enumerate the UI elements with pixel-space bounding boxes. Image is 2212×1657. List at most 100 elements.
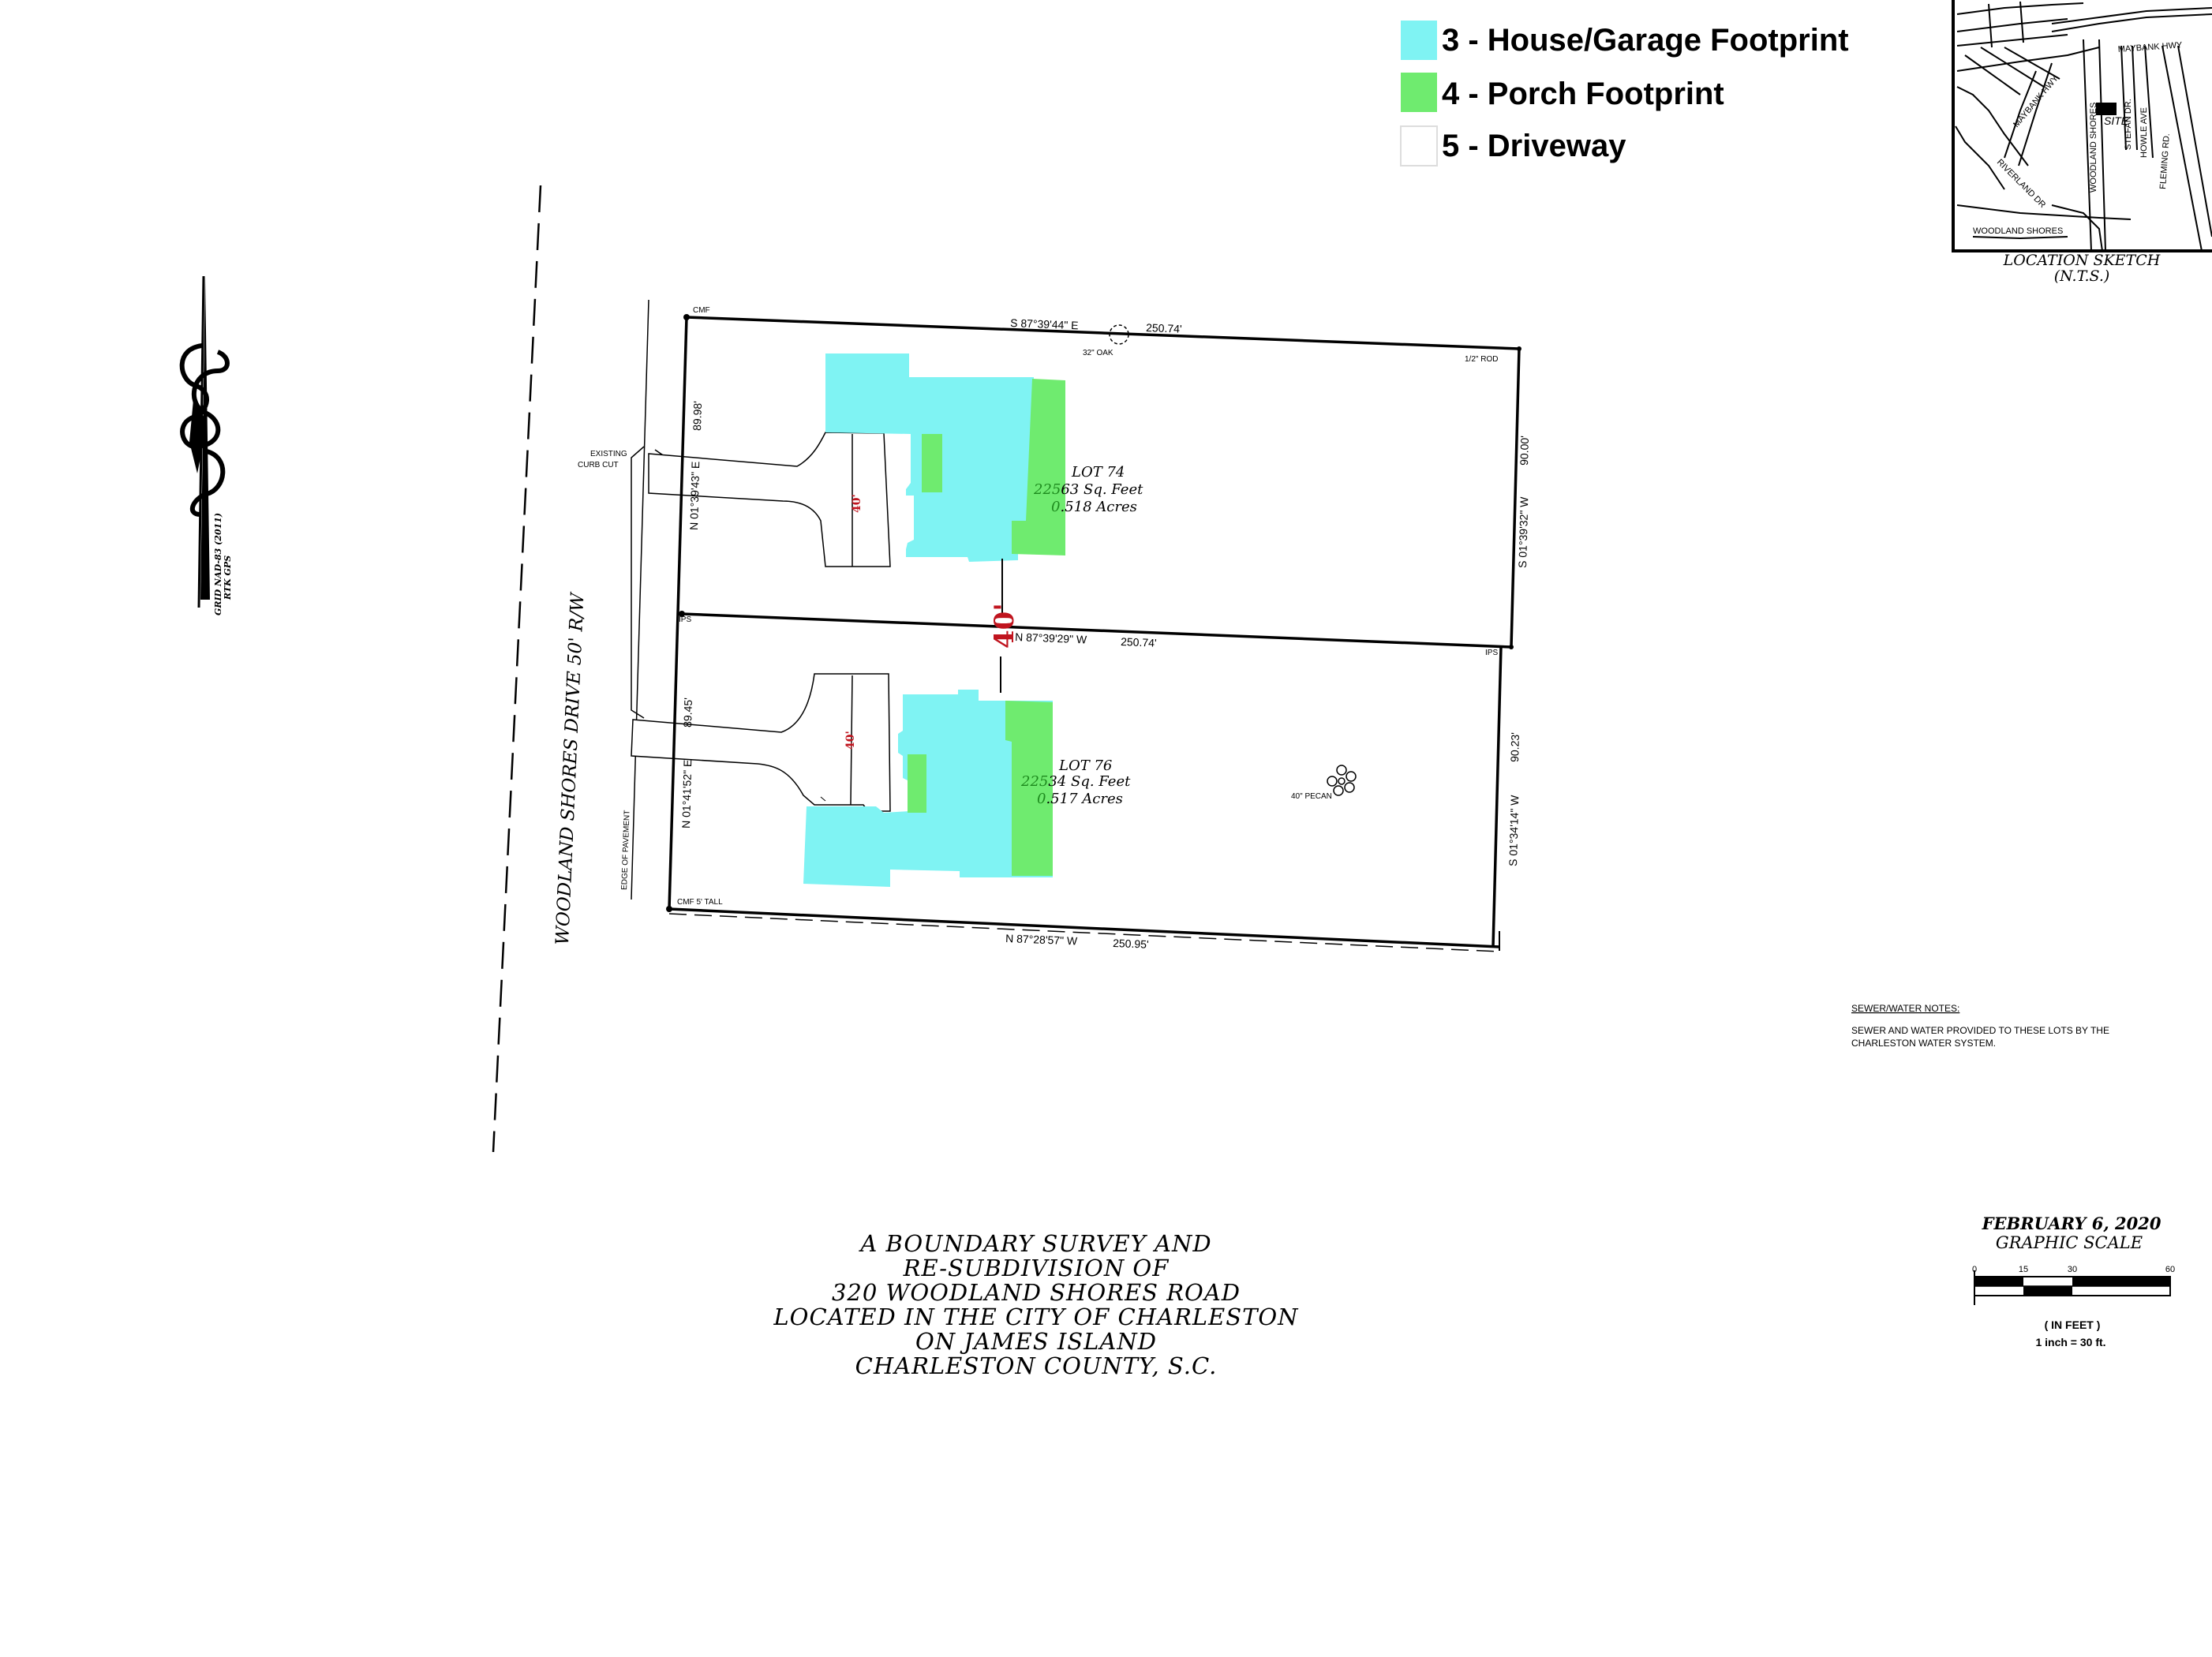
legend-label-driveway: 5 - Driveway <box>1442 129 1626 163</box>
sketch-street-woodland-shores-h: WOODLAND SHORES <box>1973 226 2063 236</box>
lot-76-name: LOT 76 <box>1058 757 1112 774</box>
curb-cut-label-1: EXISTING <box>590 450 627 458</box>
sketch-street-stefan: STEFAN DR. <box>2124 99 2133 150</box>
house-footprint-lot-74 <box>825 353 1065 562</box>
boundary-middle <box>681 612 1512 649</box>
bearing-lot76-west: N 01°41'52" E <box>679 760 694 829</box>
road: WOODLAND SHORES DRIVE 50' R/W EXISTING C… <box>492 185 673 1153</box>
boundary-south <box>668 907 1500 948</box>
scale-date: FEBRUARY 6, 2020 <box>1982 1214 2161 1233</box>
boundary-north <box>686 316 1520 350</box>
house-footprint-lot-76 <box>803 690 1053 887</box>
bearing-middle-dist: 250.74' <box>1121 635 1157 649</box>
lot-76-label: LOT 76 22534 Sq. Feet 0.517 Acres <box>1020 757 1131 807</box>
sketch-streets <box>1955 1 2212 252</box>
notes-heading: SEWER/WATER NOTES: <box>1851 1003 1959 1014</box>
bearing-lot76-east: S 01°34'14" W <box>1506 795 1521 866</box>
location-sketch: SITE MAYBANK HWY STEFAN DR. HOWLE AVE FL… <box>1952 0 2212 285</box>
porch-lot-74-rear <box>1012 379 1065 555</box>
lot-76-area: 22534 Sq. Feet <box>1020 773 1131 790</box>
survey-title: A BOUNDARY SURVEY AND RE-SUBDIVISION OF … <box>773 1230 1299 1379</box>
scale-units: ( IN FEET ) <box>2045 1318 2101 1331</box>
corner-mid-w-label: IPS <box>679 615 691 624</box>
property-boundaries <box>668 316 1521 952</box>
sewer-water-notes: SEWER/WATER NOTES: SEWER AND WATER PROVI… <box>1851 1003 2109 1049</box>
boundary-east-north <box>1510 348 1521 648</box>
setback-label-lot-76: 40' <box>844 731 857 750</box>
north-arrow-gps: RTK GPS <box>223 555 233 600</box>
title-line-4: LOCATED IN THE CITY OF CHARLESTON <box>773 1304 1299 1330</box>
legend-label-house: 3 - House/Garage Footprint <box>1442 23 1849 58</box>
corner-nw-label: CMF <box>693 306 710 315</box>
lot-76-acres: 0.517 Acres <box>1037 791 1123 807</box>
bearing-north-dist: 250.74' <box>1146 321 1182 335</box>
edge-of-pavement-label: EDGE OF PAVEMENT <box>620 810 632 890</box>
sketch-caption: LOCATION SKETCH <box>2003 252 2161 269</box>
bearing-lot74-east-dist: 90.00' <box>1518 436 1531 466</box>
scale-tick-0: 0 <box>1972 1265 1977 1274</box>
sketch-street-woodland-shores-v: WOODLAND SHORES <box>2089 103 2098 193</box>
lot-74-acres: 0.518 Acres <box>1051 499 1137 515</box>
title-line-1: A BOUNDARY SURVEY AND <box>858 1230 1211 1257</box>
title-line-2: RE-SUBDIVISION OF <box>903 1255 1170 1281</box>
porch-footprints <box>908 379 1065 876</box>
sketch-caption-nts: (N.T.S.) <box>2054 267 2110 285</box>
scale-ratio: 1 inch = 30 ft. <box>2035 1336 2105 1348</box>
corner-ne-label: 1/2" ROD <box>1465 355 1498 364</box>
boundary-south-dashed <box>668 913 1500 952</box>
legend-swatch-porch <box>1401 73 1437 112</box>
monuments <box>666 314 1521 912</box>
curb-cut-label-2: CURB CUT <box>578 461 619 469</box>
sketch-street-riverland: RIVERLAND DR <box>1995 158 2047 210</box>
legend-label-porch: 4 - Porch Footprint <box>1442 77 1724 111</box>
oak-tree-label: 32" OAK <box>1083 349 1113 357</box>
bearing-south: N 87°28'57" W <box>1005 932 1078 948</box>
driveway-lot-74 <box>648 432 891 567</box>
road-edge <box>631 299 649 900</box>
notes-line-1: SEWER AND WATER PROVIDED TO THESE LOTS B… <box>1851 1025 2109 1036</box>
lot-74-label: LOT 74 22563 Sq. Feet 0.518 Acres <box>1033 464 1143 515</box>
pecan-tree-label: 40" PECAN <box>1291 792 1332 801</box>
road-label: WOODLAND SHORES DRIVE 50' R/W <box>552 591 589 946</box>
scale-tick-15: 15 <box>2019 1265 2028 1274</box>
separation-label: 40' <box>989 603 1020 649</box>
bearing-south-dist: 250.95' <box>1113 937 1149 951</box>
sketch-site-label: SITE <box>2104 114 2129 127</box>
legend-swatch-driveway <box>1400 125 1438 166</box>
oak-tree <box>1109 324 1129 345</box>
pecan-tree <box>1327 765 1357 796</box>
sketch-street-howle: HOWLE AVE <box>2139 107 2149 158</box>
boundary-west <box>668 316 688 910</box>
boundary-east-south <box>1492 646 1503 948</box>
title-line-5: ON JAMES ISLAND <box>915 1328 1157 1355</box>
bearing-north: S 87°39'44" E <box>1010 316 1079 331</box>
notes-line-2: CHARLESTON WATER SYSTEM. <box>1851 1038 1996 1049</box>
corner-sw-label: CMF 5' TALL <box>677 898 723 907</box>
setback-label-lot-74: 40' <box>851 494 863 513</box>
bearing-middle: N 87°39'29" W <box>1015 630 1087 646</box>
scale-heading: GRAPHIC SCALE <box>1996 1233 2143 1252</box>
graphic-scale: FEBRUARY 6, 2020 GRAPHIC SCALE 0 15 30 6… <box>1972 1214 2175 1348</box>
corner-mid-e-label: IPS <box>1485 649 1498 657</box>
title-line-6: CHARLESTON COUNTY, S.C. <box>855 1352 1218 1379</box>
scale-tick-60: 60 <box>2165 1265 2175 1274</box>
legend: 3 - House/Garage Footprint 4 - Porch Foo… <box>1400 21 1849 166</box>
lot-74-name: LOT 74 <box>1071 464 1125 481</box>
bearing-lot76-west-dist: 89.45' <box>681 698 694 728</box>
north-arrow: GRID NAD-83 (2011) RTK GPS <box>179 275 233 615</box>
road-centerline <box>492 185 542 1153</box>
sketch-street-fleming: FLEMING RD. <box>2158 133 2172 190</box>
porch-lot-74-front <box>922 434 942 492</box>
porch-lot-76-rear <box>1005 701 1053 876</box>
sketch-site-marker <box>2096 103 2117 115</box>
bearing-lot74-west-dist: 89.98' <box>691 401 704 431</box>
bearing-lot74-east: S 01°39'32" W <box>1516 496 1530 568</box>
lot-74-area: 22563 Sq. Feet <box>1033 481 1143 498</box>
bearing-lot74-west: N 01°39'43" E <box>687 462 702 531</box>
scale-tick-30: 30 <box>2068 1265 2077 1274</box>
porch-lot-76-front <box>908 754 926 813</box>
title-line-3: 320 WOODLAND SHORES ROAD <box>832 1279 1241 1306</box>
legend-swatch-house <box>1401 21 1437 60</box>
north-arrow-datum: GRID NAD-83 (2011) <box>213 513 223 615</box>
sketch-street-maybank-hwy: MAYBANK HWY <box>2117 40 2183 54</box>
